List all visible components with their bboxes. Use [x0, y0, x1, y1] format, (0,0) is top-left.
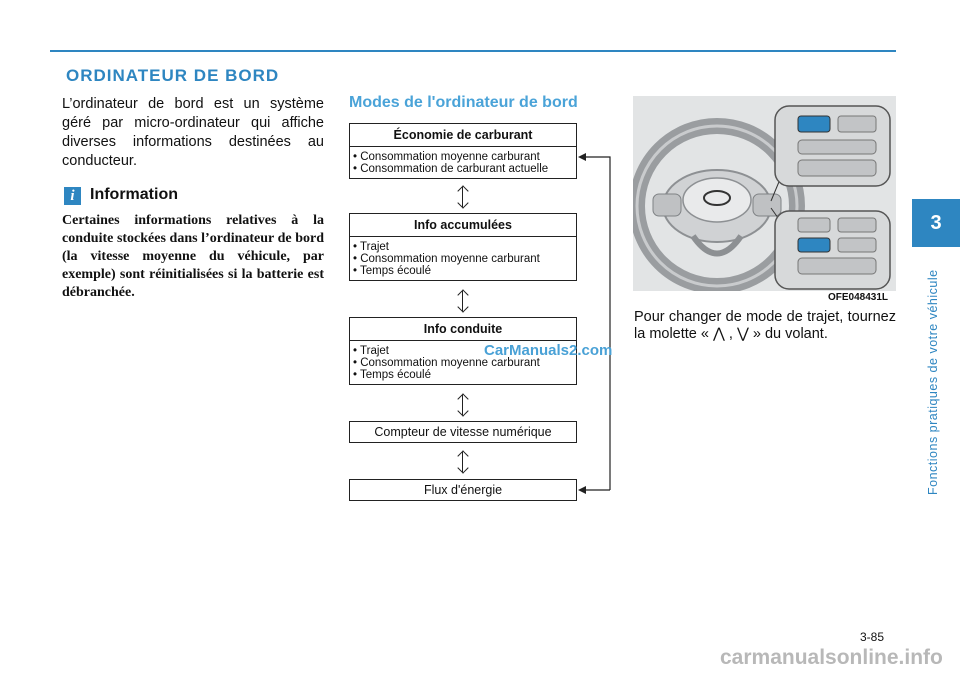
chapter-tab: 3 — [912, 199, 960, 247]
chapter-label: Fonctions pratiques de votre véhicule — [926, 269, 940, 495]
steering-wheel-icon — [633, 105, 891, 291]
mode-item: • Temps écoulé — [353, 265, 431, 277]
updown-arrow — [462, 452, 463, 472]
intro-paragraph: L’ordinateur de bord est un système géré… — [62, 96, 324, 169]
mode-item: • Trajet — [353, 345, 389, 357]
mode-box-drive-info: Info conduite • Trajet • Consommation mo… — [349, 317, 577, 385]
mode-box-items: • Trajet • Consommation moyenne carburan… — [350, 237, 576, 280]
steering-wheel-illustration — [633, 96, 896, 291]
mode-box-accumulated-info: Info accumulées • Trajet • Consommation … — [349, 213, 577, 281]
mode-item: • Trajet — [353, 241, 389, 253]
updown-arrow — [462, 187, 463, 207]
updown-arrow — [462, 291, 463, 311]
mode-item: • Consommation moyenne carburant — [353, 253, 540, 265]
mode-item: • Consommation de carburant actuelle — [353, 163, 549, 175]
mode-box-title: Info conduite — [350, 318, 576, 341]
info-icon: i — [64, 187, 81, 205]
footer-watermark: carmanualsonline.info — [720, 646, 943, 669]
mode-box-items: • Consommation moyenne carburant • Conso… — [350, 147, 576, 178]
mode-box-title: Info accumulées — [350, 214, 576, 237]
instruction-paragraph: Pour changer de mode de trajet, tournez … — [634, 309, 896, 342]
figure-code: OFE048431L — [828, 292, 889, 303]
page-number: 3-85 — [860, 630, 885, 644]
mode-box-fuel-economy: Économie de carburant • Consommation moy… — [349, 123, 577, 179]
loop-connector — [578, 153, 611, 494]
mode-box-digital-speedometer: Compteur de vitesse numérique — [349, 421, 577, 443]
mode-box-energy-flow: Flux d'énergie — [349, 479, 577, 501]
mode-box-title: Économie de carburant — [350, 124, 576, 147]
mode-item: • Consommation moyenne carburant — [353, 151, 540, 163]
watermark: CarManuals2.com — [484, 342, 613, 359]
modes-title: Modes de l'ordinateur de bord — [349, 94, 578, 111]
updown-arrow — [462, 395, 463, 415]
mode-item: • Consommation moyenne carburant — [353, 357, 540, 369]
section-title: ORDINATEUR DE BORD — [66, 66, 280, 85]
info-heading: Information — [90, 186, 178, 203]
mode-box-items: • Trajet • Consommation moyenne carburan… — [350, 341, 576, 384]
info-text: Certaines informations relatives à la co… — [62, 213, 324, 300]
header-rule — [50, 50, 896, 52]
mode-item: • Temps écoulé — [353, 369, 431, 381]
